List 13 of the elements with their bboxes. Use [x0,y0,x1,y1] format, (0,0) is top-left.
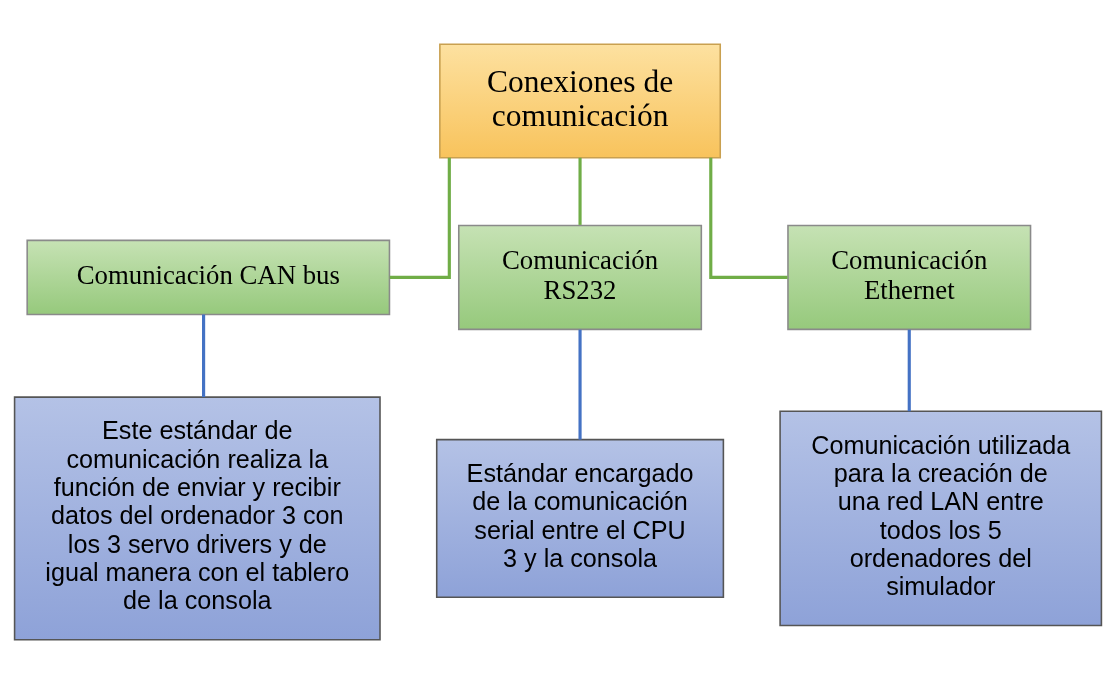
node-box: Comunicación RS232 [457,224,703,330]
connector [578,157,582,225]
connector [709,157,788,279]
node-box: Este estándar de comunicación realiza la función de enviar y recibir datos del ordenador 3 con los 3 servo drivers y de igual manera con el tablero de la consola [13,395,381,640]
node-box: Estándar encargado de la comunicación serial entre el CPU 3 y la consola [435,438,725,598]
connector [907,329,911,411]
connector [202,314,206,397]
connector [389,157,451,279]
node-box: Comunicación utilizada para la creación de una red LAN entre todos los 5 ordenadores del simulador [779,410,1103,626]
node-box: Comunicación Ethernet [787,224,1032,330]
connector [578,329,582,440]
node-box: Conexiones de comunicación [439,43,722,158]
node-box: Comunicación CAN bus [26,239,391,315]
